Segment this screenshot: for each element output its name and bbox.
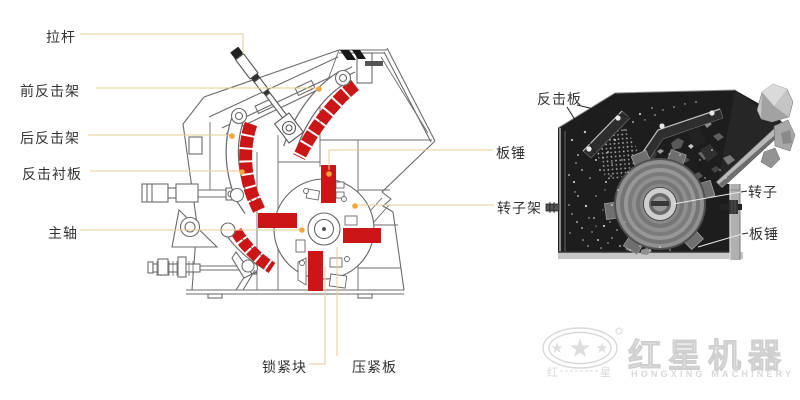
svg-text:★: ★ <box>595 339 608 357</box>
label-impact-liner: 反击衬板 <box>22 168 82 183</box>
chute-panel <box>356 52 373 84</box>
liner-chain-rear <box>239 121 265 213</box>
svg-text:★: ★ <box>550 339 563 357</box>
label-pull-rod: 拉杆 <box>46 31 76 46</box>
rotor-shaft-left <box>545 202 560 213</box>
chute-bar <box>365 61 383 66</box>
photo-top-edge <box>557 89 736 129</box>
logo-emblem <box>542 327 623 372</box>
plate-hammers <box>258 165 381 291</box>
wall-panel <box>188 136 203 155</box>
pull-rod-bracket <box>273 112 305 144</box>
label-front-impact-frame: 前反击架 <box>20 85 80 100</box>
leader-lines-left <box>80 33 494 365</box>
housing-top-slope-inner <box>208 56 339 118</box>
housing-top-slope <box>203 49 340 98</box>
housing-base <box>186 289 404 295</box>
photo-right-wall <box>729 184 741 260</box>
leader-dots <box>229 86 358 233</box>
label-rotor: 转子 <box>748 186 778 201</box>
housing-left-wall <box>182 96 205 291</box>
svg-text:★: ★ <box>568 334 591 364</box>
logo-seal-left: 红 <box>547 367 559 379</box>
impact-liner-chains <box>230 79 360 273</box>
rotor-assembly <box>258 165 381 291</box>
label-rotor-frame: 转子架 <box>497 202 542 217</box>
impact-plates <box>582 108 724 162</box>
label-plate-hammer: 板锤 <box>496 147 526 162</box>
liner-chain-front <box>293 79 360 160</box>
logo-brand-en: HONGXING MACHINERY <box>631 369 795 379</box>
photo-rotor <box>604 149 716 255</box>
rotor-shaft-right <box>720 200 742 214</box>
logo-stars: ★ ★ ★ <box>550 334 608 364</box>
label-plate-hammer-photo: 板锤 <box>749 228 779 243</box>
label-locking-block: 锁紧块 <box>262 361 307 376</box>
housing-right-top-edge <box>383 47 436 143</box>
photo-floor <box>558 252 743 259</box>
crusher-photo <box>545 83 796 260</box>
label-main-shaft: 主轴 <box>48 227 78 242</box>
debris-speckles <box>568 101 727 251</box>
label-rear-impact-frame: 后反击架 <box>20 132 80 147</box>
shaft-bracket <box>171 208 219 248</box>
liner-chain-lower <box>230 227 276 273</box>
logo-brand-cn: 红星机器 <box>628 339 788 376</box>
hydraulic-cylinder <box>141 183 236 203</box>
photo-leader-lines <box>566 104 749 248</box>
rocks <box>756 83 796 169</box>
label-pressing-plate: 压紧板 <box>352 361 397 376</box>
chute-grate <box>340 50 366 60</box>
label-impact-plate: 反击板 <box>537 93 582 108</box>
logo-seal-right: 星 <box>600 367 612 379</box>
frame-pivots <box>220 69 352 279</box>
